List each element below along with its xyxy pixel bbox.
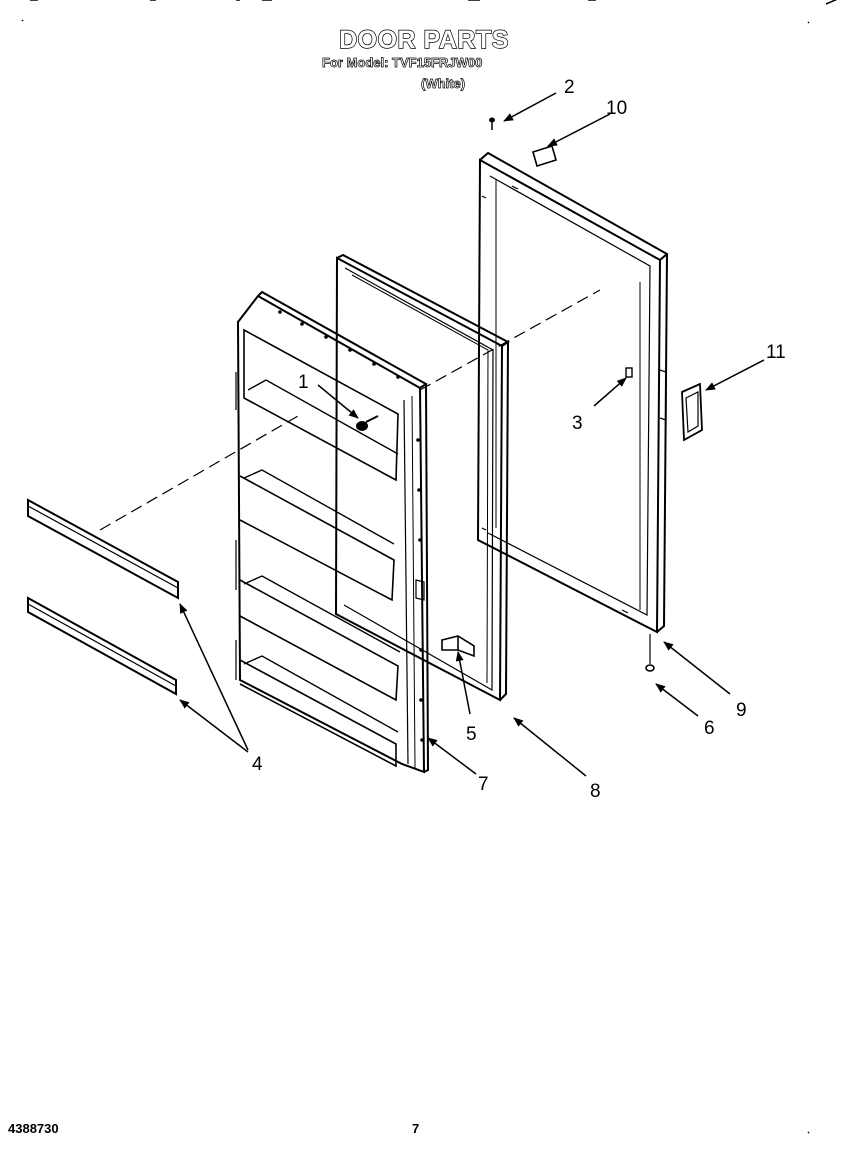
alignment-lines [99, 289, 601, 531]
screw-part-1 [356, 415, 379, 431]
screw-part-3 [625, 367, 633, 378]
callout-10: 10 [606, 98, 627, 119]
callout-11: 11 [766, 342, 786, 363]
door-handle-part-11 [681, 382, 703, 442]
screw-part-2 [489, 117, 495, 130]
callout-arrows [179, 92, 765, 777]
callout-3: 3 [572, 413, 583, 434]
label-part-10 [532, 144, 557, 168]
callout-1: 1 [298, 372, 309, 393]
callout-5: 5 [466, 724, 477, 745]
diagram-title: DOOR PARTS [338, 25, 509, 54]
door-bracket-part-5 [441, 635, 475, 658]
callout-9: 9 [736, 700, 747, 721]
color-variant: (White) [421, 76, 466, 92]
model-number: For Model: TVF15FRJW00 [322, 55, 483, 71]
door-gasket-part-8 [334, 253, 510, 702]
page-number: 7 [412, 1121, 420, 1136]
screw-part-6 [645, 634, 655, 672]
callout-8: 8 [590, 781, 601, 802]
shelf-trim-part-4 [27, 498, 179, 696]
document-number: 4388730 [8, 1121, 59, 1136]
callout-4: 4 [252, 754, 263, 775]
inner-door-liner-part-7 [235, 290, 430, 774]
outer-door-panel-part-9 [476, 151, 669, 634]
callout-2: 2 [564, 77, 575, 98]
callout-7: 7 [478, 774, 489, 795]
scan-marks [21, 0, 838, 1134]
callout-6: 6 [704, 718, 715, 739]
